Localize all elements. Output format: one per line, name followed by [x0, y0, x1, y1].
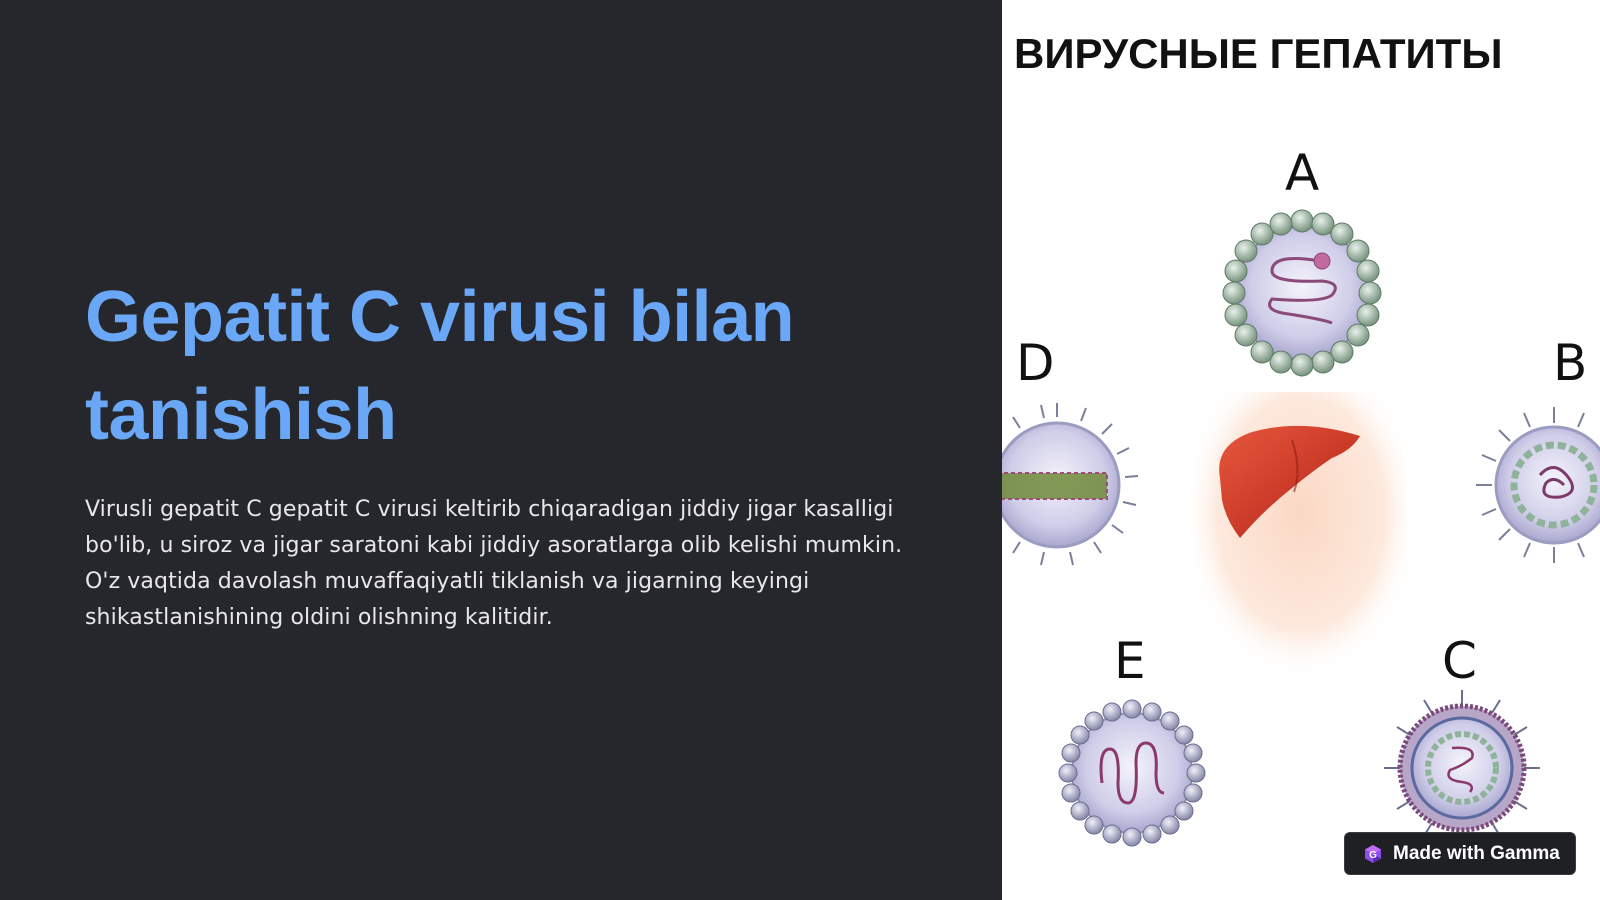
- virus-a-icon: [1222, 209, 1382, 377]
- made-with-gamma-badge[interactable]: G Made with Gamma: [1344, 832, 1576, 875]
- slide-title: Gepatit C virusi bilan tanishish: [85, 277, 795, 455]
- badge-label: Made with Gamma: [1393, 842, 1560, 864]
- hepatitis-illustration: ВИРУСНЫЕ ГЕПАТИТЫ: [1002, 0, 1600, 900]
- liver-icon: [1219, 425, 1360, 538]
- virus-label-b: B: [1553, 334, 1587, 392]
- virus-e-icon: [1058, 699, 1206, 847]
- virus-b-icon: [1476, 407, 1600, 563]
- svg-text:G: G: [1369, 850, 1377, 861]
- slide-body-text: Virusli gepatit C gepatit C virusi kelti…: [85, 497, 903, 630]
- virus-label-d: D: [1016, 334, 1055, 392]
- virus-label-e: E: [1114, 632, 1146, 690]
- virus-label-a: A: [1285, 144, 1319, 202]
- illustration-heading: ВИРУСНЫЕ ГЕПАТИТЫ: [1014, 30, 1502, 77]
- hepatitis-illustration-graphic: ВИРУСНЫЕ ГЕПАТИТЫ: [1002, 30, 1600, 847]
- gamma-logo-icon: G: [1363, 844, 1383, 864]
- virus-d-icon: [1002, 403, 1139, 566]
- text-panel: Gepatit C virusi bilan tanishish Virusli…: [85, 277, 903, 630]
- virus-label-c: C: [1442, 632, 1477, 690]
- virus-c-icon: [1384, 690, 1540, 837]
